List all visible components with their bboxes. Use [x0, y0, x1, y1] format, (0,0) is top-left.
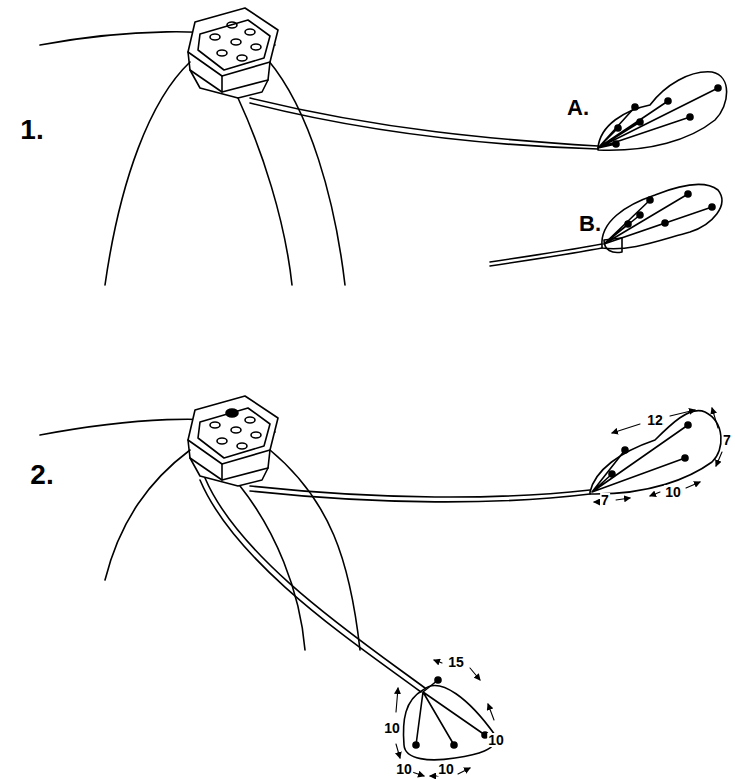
- dimension-value: 15: [447, 655, 465, 669]
- electrode-array: [602, 185, 722, 253]
- electrode-array: [403, 677, 495, 760]
- figure-number: 2.: [30, 461, 53, 489]
- part-letter: A.: [567, 97, 589, 119]
- dimension-value: 10: [383, 721, 401, 735]
- dimension-value: 10: [437, 762, 455, 776]
- lead-wire: [200, 480, 421, 692]
- dimension-arrow: [396, 408, 722, 776]
- head-outline: [105, 450, 190, 580]
- head-outline: [268, 60, 345, 285]
- connector-hub: [188, 8, 278, 98]
- dimension-value: 12: [646, 413, 664, 427]
- lead-wire: [205, 478, 425, 688]
- dimension-value: 10: [664, 485, 682, 499]
- lead-wire: [250, 103, 598, 149]
- dimension-value: 10: [395, 762, 413, 776]
- electrode-array: [590, 411, 721, 494]
- electrode-array: [598, 72, 727, 150]
- part-letter: B.: [579, 213, 601, 235]
- dimension-value: 10: [487, 733, 505, 747]
- dimension-value: 7: [600, 493, 610, 507]
- lead-wire: [490, 244, 602, 262]
- lead-wire: [490, 248, 602, 266]
- head-outline: [105, 62, 190, 285]
- lead-wire: [250, 491, 590, 502]
- connector-hub: [188, 396, 278, 486]
- head-outline: [238, 98, 292, 285]
- figure-number: 1.: [20, 116, 43, 144]
- head-outline: [270, 450, 360, 650]
- lead-wire: [250, 98, 598, 146]
- dimension-value: 7: [722, 433, 732, 447]
